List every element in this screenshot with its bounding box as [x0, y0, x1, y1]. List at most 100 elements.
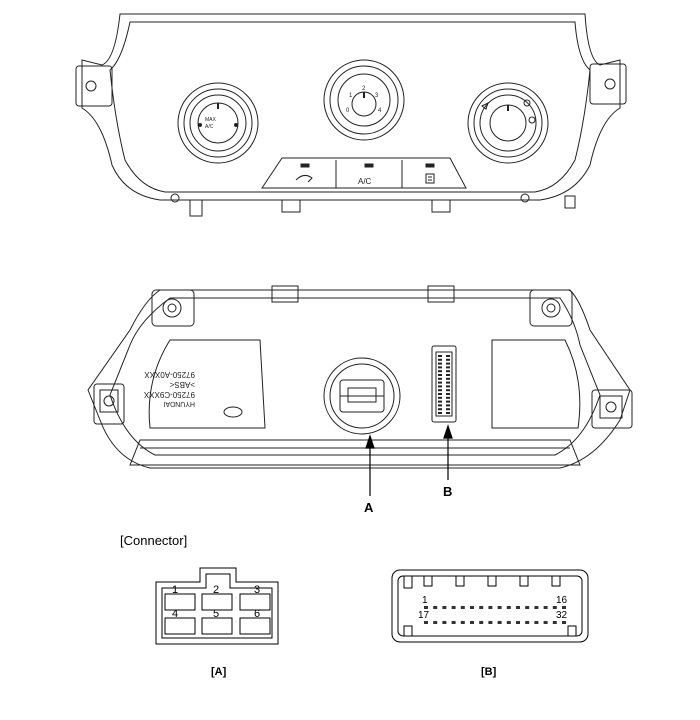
connector-b-pin-bottom [442, 621, 447, 624]
connector-b-pin-bottom [451, 621, 456, 624]
rear-connector-pin [438, 366, 442, 369]
connector-b-pin-top [506, 606, 511, 609]
hyundai-logo-mark [223, 406, 243, 418]
connector-a-pin-5: 5 [213, 608, 219, 620]
rear-text-line-1: 97250-A0XXX [144, 370, 195, 379]
rear-control-panel [87, 285, 633, 469]
connector-b-pin-bottom [460, 621, 465, 624]
connector-b-pin-1: 1 [422, 595, 428, 606]
rear-top-right-boss [529, 289, 573, 327]
left-knob-text-2: A/C [205, 124, 214, 130]
connector-section-title: [Connector] [120, 533, 188, 548]
rear-connector-pin [438, 374, 442, 376]
connector-b-pin-top [516, 606, 520, 609]
connector-b-pin-top [552, 606, 557, 609]
rear-connector-pin [438, 408, 442, 411]
connector-b-pin-32: 32 [556, 610, 568, 621]
connector-a-pin-4: 4 [172, 608, 178, 620]
blower-tick-3: 3 [375, 93, 379, 99]
connector-b-pin-top [479, 606, 484, 609]
callout-b-arrowhead [443, 424, 453, 439]
connector-b-pin-top [460, 606, 465, 609]
connector-a-pin-6: 6 [254, 608, 260, 620]
rear-top-left-boss [151, 289, 195, 327]
connector-b-pin-top [543, 606, 548, 609]
rear-connector-pin [438, 355, 442, 357]
rear-connector-pin [446, 412, 450, 414]
callout-a-arrowhead [365, 434, 375, 449]
connector-b-pin-top [433, 606, 438, 609]
rear-connector-pin [446, 355, 450, 357]
rear-connector-pin [446, 374, 450, 376]
connector-b-pin-top [534, 606, 539, 609]
connector-b-face [391, 569, 589, 643]
rear-connector-pin [438, 370, 442, 373]
connector-b-pin-top [497, 606, 502, 609]
rear-connector-pin [438, 381, 442, 384]
connector-b-pin-rows [438, 355, 450, 414]
rear-connector-pin [446, 404, 450, 407]
connector-b-caption: [B] [481, 666, 497, 678]
rear-connector-pin [438, 385, 442, 388]
connector-b-pin-top [562, 606, 566, 609]
rear-connector-pin [438, 396, 442, 399]
rear-connector-pin [446, 408, 450, 411]
connector-b-pin-bottom [433, 621, 438, 624]
blower-motor-connector-a [323, 357, 401, 435]
blower-tick-4: 4 [378, 108, 382, 114]
right-mode-knob [467, 82, 549, 164]
rear-connector-pin [446, 366, 450, 369]
rear-text-line-2: >ABS< [169, 380, 195, 389]
connector-b-pin-bottom [562, 621, 566, 624]
connector-b-pin-top [424, 606, 428, 609]
rear-connector-pin [446, 393, 450, 395]
callout-b-label: B [443, 484, 453, 499]
rear-connector-pin [446, 362, 450, 365]
rear-connector-pin [438, 393, 442, 395]
connector-b-pin-bottom [470, 621, 474, 624]
connector-b-pin-bottom [488, 621, 493, 624]
rear-connector-pin [438, 377, 442, 380]
left-temperature-knob [177, 82, 259, 164]
left-knob-text-1: MAX [205, 117, 217, 123]
callout-a-label: A [364, 500, 374, 515]
main-connector-b [431, 345, 457, 423]
front-right-hole [604, 78, 616, 90]
callout-arrows [365, 424, 453, 496]
recirculation-icon [295, 174, 313, 183]
connector-a-pin-3: 3 [254, 584, 260, 596]
connector-b-pin-top [488, 606, 493, 609]
connector-b-pin-top [451, 606, 456, 609]
connector-b-pin-bottom [534, 621, 539, 624]
rear-connector-pin [446, 370, 450, 373]
connector-b-face-pins [424, 606, 566, 624]
rear-connector-pin [438, 362, 442, 365]
blower-tick-0: 0 [346, 108, 350, 114]
connector-b-pin-bottom [552, 621, 557, 624]
connector-a-caption: [A] [211, 666, 227, 678]
rear-connector-pin [446, 385, 450, 388]
connector-b-pin-17: 17 [418, 610, 430, 621]
button-strip [261, 157, 467, 189]
connector-b-pin-bottom [516, 621, 520, 624]
blower-tick-1: 1 [349, 93, 353, 99]
connector-b-pin-16: 16 [556, 595, 568, 606]
connector-b-pin-bottom [497, 621, 502, 624]
connector-b-pin-top [442, 606, 447, 609]
connector-b-pin-top [470, 606, 474, 609]
rear-connector-pin [446, 381, 450, 384]
rear-connector-pin [438, 404, 442, 407]
connector-b-pin-bottom [525, 621, 530, 624]
rear-connector-pin [438, 389, 442, 392]
connector-a-face [155, 567, 279, 645]
rear-left-tab [93, 383, 125, 425]
connector-b-pin-bottom [424, 621, 428, 624]
connector-b-pin-bottom [543, 621, 548, 624]
rear-connector-pin [446, 400, 450, 403]
connector-b-pin-bottom [479, 621, 484, 624]
front-right-tab [589, 63, 627, 105]
rear-text-line-3: 97250-C9XXX [143, 390, 195, 399]
rear-connector-pin [446, 389, 450, 392]
